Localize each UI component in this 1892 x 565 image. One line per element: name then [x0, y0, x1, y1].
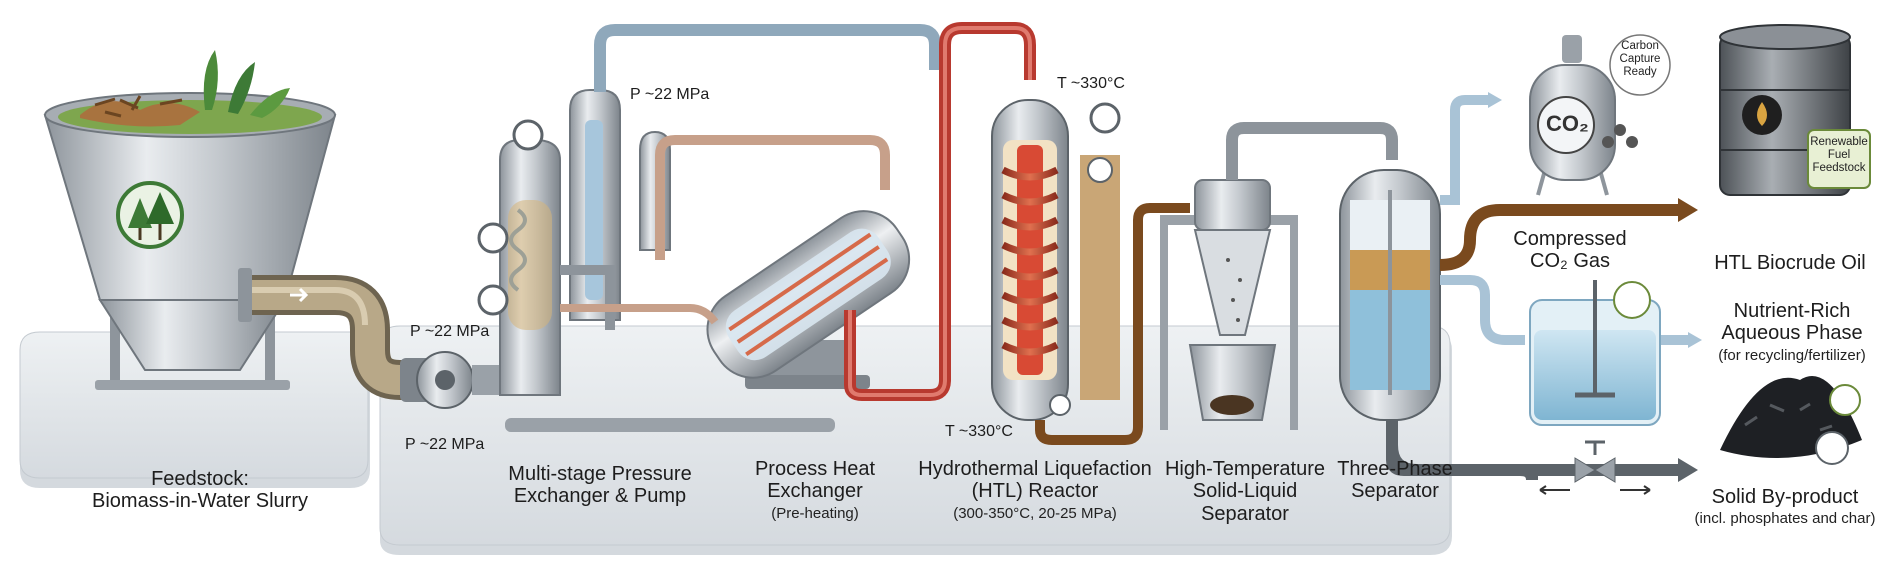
- solid-byproduct-label: Solid By-product (incl. phosphates and c…: [1680, 486, 1890, 528]
- three-phase-separator-label: Three-Phase Separator: [1330, 458, 1460, 503]
- reactor-label: Hydrothermal Liquefaction (HTL) Reactor …: [910, 458, 1160, 523]
- renewable-badge-line2: Fuel: [1827, 149, 1851, 162]
- pump-inlet-pressure: P ~22 MPa: [410, 323, 490, 340]
- process-heat-exchanger: [560, 135, 911, 389]
- feedstock-platform: [19, 331, 370, 488]
- carbon-capture-badge-line3: Ready: [1623, 66, 1657, 79]
- heat-title-line1: Process Heat: [754, 458, 876, 480]
- aqueous-tank: [1529, 280, 1661, 426]
- feedstock-hopper: [43, 50, 337, 390]
- separator-sl-line3: Separator: [1201, 502, 1289, 525]
- reactor-top-temperature: T ~330°C: [1057, 75, 1125, 92]
- aqueous-label-line2: Aqueous Phase: [1721, 322, 1863, 345]
- pressure-title-line1: Multi-stage Pressure: [508, 463, 692, 485]
- slurry-pipe: [238, 268, 420, 400]
- feedstock-title-line1: Feedstock:: [151, 468, 249, 490]
- feedstock-title-line2: Biomass-in-Water Slurry: [92, 490, 308, 513]
- biocrude-barrel: [1719, 24, 1871, 196]
- heat-note: (Pre-heating): [771, 504, 859, 522]
- solid-char-pile: [1720, 376, 1862, 465]
- aqueous-note: (for recycling/fertilizer): [1718, 346, 1866, 364]
- co2-outlet-pipe: [1440, 95, 1490, 205]
- heat-exchanger-label: Process Heat Exchanger (Pre-heating): [725, 458, 905, 523]
- reactor-note: (300-350°C, 20-25 MPa): [953, 504, 1117, 522]
- aqueous-label: Nutrient-Rich Aqueous Phase (for recycli…: [1692, 300, 1892, 365]
- solid-note: (incl. phosphates and char): [1694, 510, 1876, 528]
- reactor-title-line2: (HTL) Reactor: [971, 480, 1099, 503]
- oil-outlet-pipe: [1439, 204, 1680, 271]
- carbon-capture-badge-line1: Carbon: [1621, 40, 1659, 52]
- separator-3p-line1: Three-Phase: [1337, 458, 1453, 480]
- co2-label: Compressed CO₂ Gas: [1495, 228, 1645, 273]
- reactor-outlet-pipe: [1035, 203, 1190, 445]
- pressure-title-line2: Exchanger & Pump: [513, 485, 687, 508]
- renewable-fuel-badge: Renewable Fuel Feedstock: [1809, 136, 1869, 176]
- pressure-exchanger-label: Multi-stage Pressure Exchanger & Pump: [480, 463, 720, 508]
- top-pressure: P ~22 MPa: [630, 86, 710, 103]
- heat-title-line2: Exchanger: [767, 480, 863, 503]
- main-platform: [379, 325, 1452, 555]
- double-arrow-icon: [1539, 485, 1651, 495]
- pump-outlet-pressure: P ~22 MPa: [405, 436, 485, 453]
- separator-sl-line2: Solid-Liquid: [1192, 480, 1298, 503]
- co2-label-line2: CO₂ Gas: [1530, 250, 1610, 273]
- aqueous-label-line1: Nutrient-Rich: [1733, 300, 1851, 322]
- reactor-bottom-temperature: T ~330°C: [945, 423, 1013, 440]
- solid-liquid-separator: [1160, 122, 1398, 430]
- solid-liquid-separator-label: High-Temperature Solid-Liquid Separator: [1155, 458, 1335, 525]
- separator-sl-line1: High-Temperature: [1164, 458, 1326, 480]
- renewable-badge-line3: Feedstock: [1812, 162, 1866, 175]
- co2-label-line1: Compressed: [1513, 228, 1627, 250]
- solid-label-text: Solid By-product: [1711, 486, 1859, 508]
- htl-reactor: [991, 99, 1121, 421]
- co2-tank: [1529, 34, 1671, 196]
- renewable-badge-line1: Renewable: [1810, 136, 1868, 148]
- co2-tank-text: CO₂: [1546, 111, 1589, 136]
- carbon-capture-badge: Carbon Capture Ready: [1612, 40, 1668, 80]
- solid-outlet-pipe: [1386, 420, 1680, 476]
- feedstock-label: Feedstock: Biomass-in-Water Slurry: [80, 468, 320, 513]
- biocrude-label: HTL Biocrude Oil: [1700, 252, 1880, 274]
- separator-3p-line2: Separator: [1351, 480, 1439, 503]
- biocrude-label-text: HTL Biocrude Oil: [1714, 252, 1866, 274]
- reactor-title-line1: Hydrothermal Liquefaction: [918, 458, 1152, 480]
- aqueous-outlet-pipe: [1440, 275, 1525, 345]
- three-phase-separator: [1339, 169, 1538, 481]
- carbon-capture-badge-line2: Capture: [1619, 53, 1661, 66]
- top-return-pipe: [594, 24, 941, 92]
- valve-icon: [1574, 440, 1616, 483]
